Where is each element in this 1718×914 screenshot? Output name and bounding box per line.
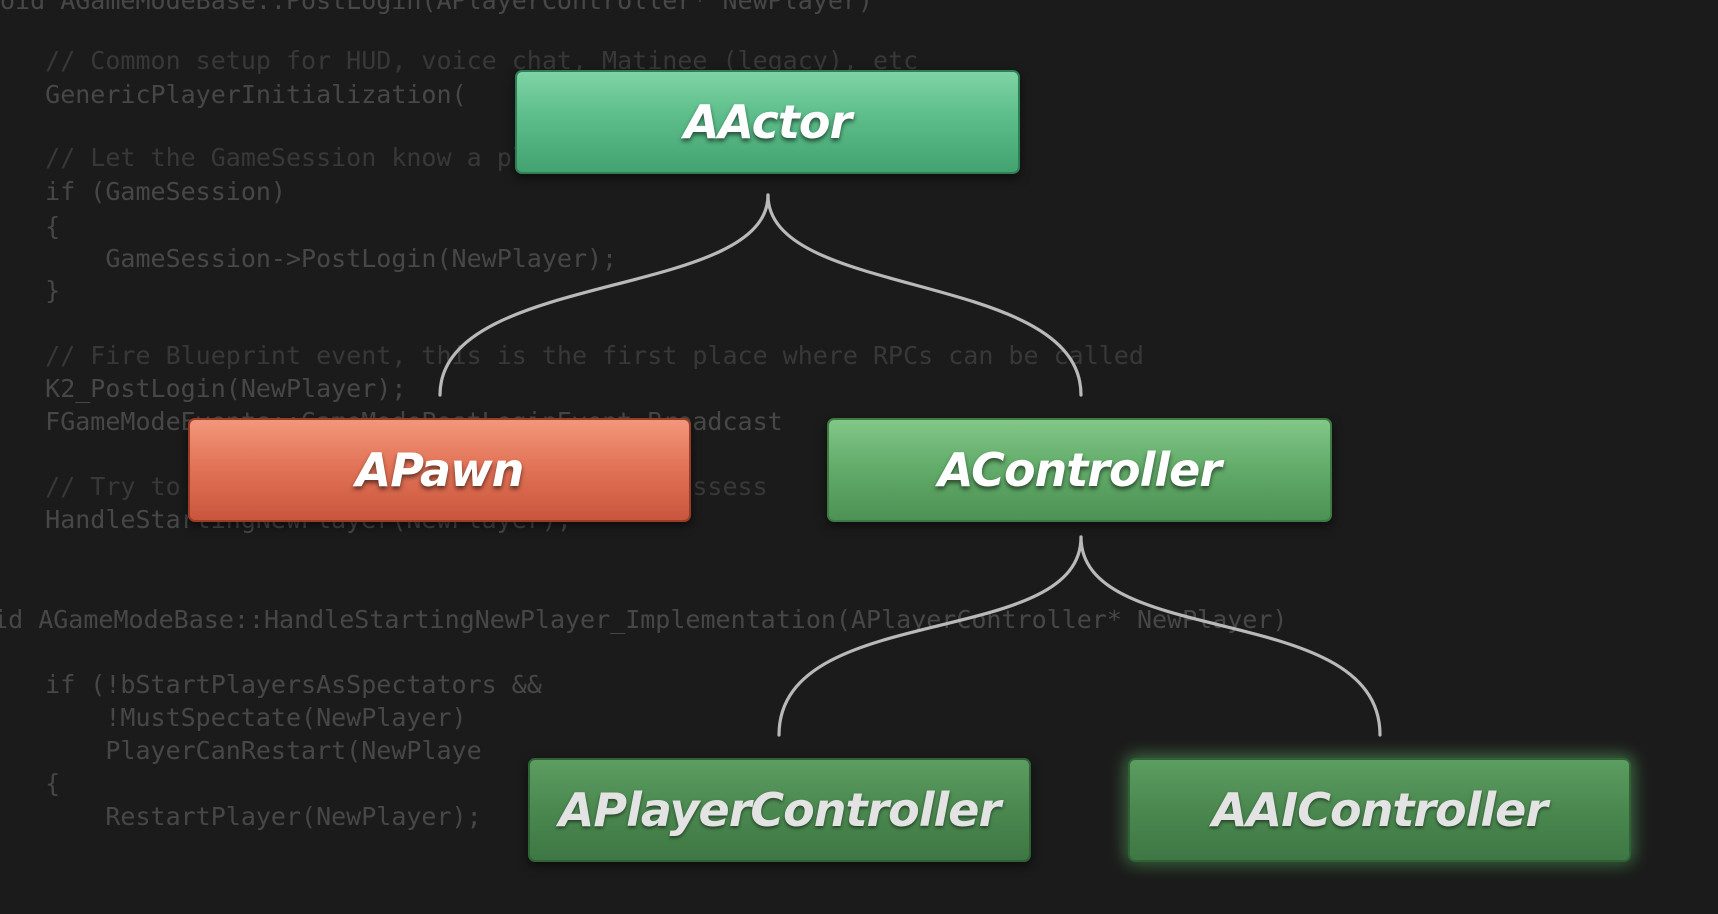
code-line-15: if (!bStartPlayersAsSpectators && [0, 670, 542, 699]
connector-acontroller-aplayercontroller [777, 535, 1083, 737]
code-line-19: RestartPlayer(NewPlayer); [0, 802, 482, 831]
connector-aactor-acontroller [766, 193, 1083, 397]
code-line-9: // Fire Blueprint event, this is the fir… [0, 341, 1144, 370]
code-line-7: GameSession->PostLogin(NewPlayer); [0, 244, 618, 273]
code-line-16: !MustSpectate(NewPlayer) [0, 703, 467, 732]
code-line-10: K2_PostLogin(NewPlayer); [0, 374, 407, 403]
node-acontroller: AController [827, 418, 1332, 522]
code-line-18: { [0, 769, 61, 798]
code-line-14: oid AGameModeBase::HandleStartingNewPlay… [0, 605, 1288, 634]
connector-aactor-apawn [438, 193, 770, 397]
code-line-5: if (GameSession) [0, 177, 286, 206]
node-aactor: AActor [515, 70, 1020, 174]
node-aaicontroller: AAIController [1128, 758, 1631, 862]
node-apawn: APawn [188, 418, 691, 522]
code-line-6: { [0, 212, 61, 241]
connector-acontroller-aaicontroller [1079, 535, 1382, 737]
code-line-3: GenericPlayerInitialization( [0, 80, 467, 109]
code-line-8: } [0, 276, 61, 305]
node-aplayercontroller: APlayerController [528, 758, 1031, 862]
code-line-17: PlayerCanRestart(NewPlaye [0, 736, 482, 765]
code-line-1: oid AGameModeBase::PostLogin(APlayerCont… [0, 0, 873, 15]
